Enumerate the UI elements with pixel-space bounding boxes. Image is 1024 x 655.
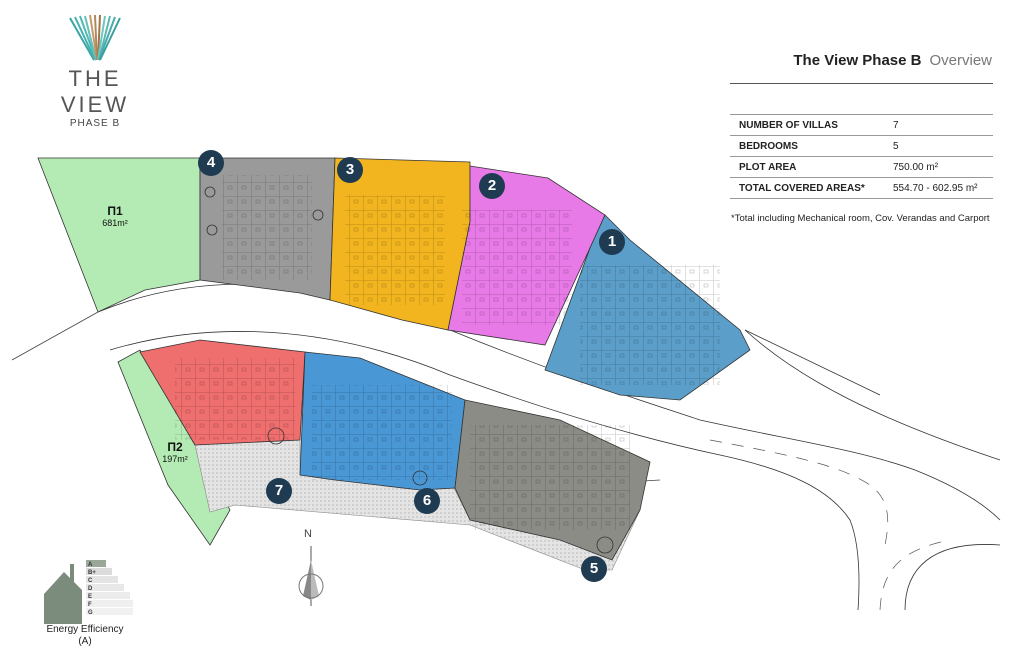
energy-class-e: E: [88, 594, 92, 600]
stat-label: TOTAL COVERED AREAS*: [730, 177, 884, 199]
trees: [204, 186, 614, 554]
energy-rating-value: (A): [78, 636, 92, 647]
stat-value: 554.70 - 602.95 m²: [884, 177, 993, 199]
villa-marker-5[interactable]: 5: [581, 556, 607, 582]
plot-p1-label: Π1 681m²: [92, 204, 138, 229]
compass-label: N: [304, 528, 312, 540]
energy-rating-icon: A B+ C D E F G: [44, 560, 133, 624]
villa-4-plot[interactable]: [199, 157, 336, 301]
stat-label: BEDROOMS: [730, 135, 884, 157]
title-divider: [730, 83, 993, 84]
energy-class-bplus: B+: [88, 570, 96, 576]
page-subtitle: Overview: [929, 52, 992, 69]
plot-p1[interactable]: [37, 157, 201, 313]
logo-name: THE VIEW: [60, 66, 130, 117]
plot-p1-area: 681m²: [102, 218, 128, 228]
stat-value: 5: [884, 135, 993, 157]
villa-5-plot[interactable]: [454, 399, 651, 561]
villa-marker-1[interactable]: 1: [599, 229, 625, 255]
plot-p1-name: Π1: [107, 204, 123, 218]
stat-label: PLOT AREA: [730, 156, 884, 178]
villa-marker-2[interactable]: 2: [479, 173, 505, 199]
energy-class-g: G: [88, 610, 93, 616]
villa-3-plot[interactable]: [329, 157, 471, 331]
energy-efficiency-label: Energy Efficiency (A): [30, 624, 140, 648]
villa-1-plot[interactable]: [544, 214, 751, 401]
table-row: TOTAL COVERED AREAS*554.70 - 602.95 m²: [730, 177, 993, 199]
footnote: *Total including Mechanical room, Cov. V…: [731, 213, 990, 224]
villa-marker-6[interactable]: 6: [414, 488, 440, 514]
stat-label: NUMBER OF VILLAS: [730, 114, 884, 136]
project-title: The View Phase B: [793, 52, 922, 69]
stat-value: 7: [884, 114, 993, 136]
page-title: The View Phase B Overview: [793, 52, 992, 69]
logo-mark-icon: [69, 14, 121, 61]
villa-2-plot[interactable]: [447, 165, 606, 346]
road-markings: [709, 439, 951, 611]
plot-p2[interactable]: [117, 349, 231, 546]
villa-6-plot[interactable]: [299, 351, 466, 491]
energy-class-a: A: [88, 562, 93, 568]
energy-class-c: C: [88, 578, 93, 584]
villa-marker-7[interactable]: 7: [266, 478, 292, 504]
logo-subtitle: PHASE B: [69, 118, 121, 129]
energy-label-text: Energy Efficiency: [46, 624, 124, 635]
energy-class-d: D: [88, 586, 93, 592]
villa-marker-4[interactable]: 4: [198, 150, 224, 176]
plot-p2-name: Π2: [167, 440, 183, 454]
logo: THE VIEW PHASE B: [30, 12, 160, 129]
plot-p2-label: Π2 197m²: [152, 440, 198, 465]
villa-marker-3[interactable]: 3: [337, 157, 363, 183]
stat-value: 750.00 m²: [884, 156, 993, 178]
energy-class-f: F: [88, 602, 92, 608]
plot-p2-area: 197m²: [162, 454, 188, 464]
north-arrow-icon: [298, 546, 324, 606]
villa-7-plot[interactable]: [139, 339, 306, 446]
